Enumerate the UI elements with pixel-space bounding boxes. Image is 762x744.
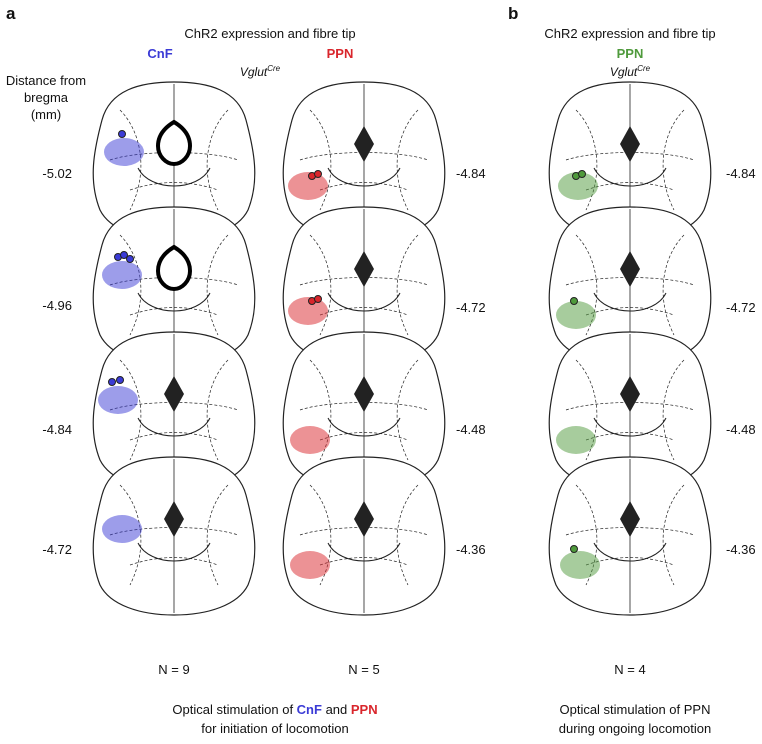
expression-area bbox=[290, 551, 330, 579]
ppn-region-label-b: PPN bbox=[616, 46, 644, 61]
brain-section-ppn-b-4 bbox=[548, 456, 712, 616]
panel-b-heading: ChR2 expression and fibre tip bbox=[544, 26, 716, 41]
section-inner-arc bbox=[593, 167, 667, 187]
panel-a-letter: a bbox=[6, 4, 16, 23]
brain-section-ppn-a-4 bbox=[282, 456, 446, 616]
ventricle bbox=[155, 244, 193, 292]
ventricle bbox=[354, 251, 374, 287]
expression-area bbox=[102, 515, 142, 543]
ventricle bbox=[620, 126, 640, 162]
section-dashed-lines bbox=[565, 484, 695, 586]
fibre-tip bbox=[118, 130, 126, 138]
caption-b: Optical stimulation of PPN during ongoin… bbox=[558, 702, 712, 736]
fibre-tip bbox=[126, 255, 134, 263]
distance-ppn-a-1: -4.84 bbox=[456, 166, 486, 181]
distance-ppn-b-1: -4.84 bbox=[726, 166, 756, 181]
distance-cnf-1: -5.02 bbox=[42, 166, 72, 181]
distance-ppn-b-3: -4.48 bbox=[726, 422, 756, 437]
panel-b-letter: b bbox=[508, 4, 519, 23]
fibre-tip bbox=[120, 251, 128, 259]
distance-cnf-2: -4.96 bbox=[42, 298, 72, 313]
section-inner-arc bbox=[327, 417, 401, 437]
distance-cnf-4: -4.72 bbox=[42, 542, 72, 557]
ventricle bbox=[620, 251, 640, 287]
fibre-tip bbox=[108, 378, 116, 386]
expression-area bbox=[98, 386, 138, 414]
section-inner-arc bbox=[137, 542, 211, 562]
section-inner-arc bbox=[593, 292, 667, 312]
expression-area bbox=[104, 138, 144, 166]
distance-ppn-b-4: -4.36 bbox=[726, 542, 756, 557]
section-dashed-lines bbox=[299, 109, 429, 211]
ppn-b-section-stack bbox=[548, 81, 712, 616]
section-inner-arc bbox=[137, 292, 211, 312]
genotype-label-a: VglutCre bbox=[239, 64, 281, 79]
genotype-label-b: VglutCre bbox=[609, 64, 651, 79]
expression-area bbox=[556, 426, 596, 454]
panel-a-heading: ChR2 expression and fibre tip bbox=[184, 26, 356, 41]
n-count-ppn-a: N = 5 bbox=[348, 662, 380, 677]
section-dashed-lines bbox=[565, 234, 695, 336]
cnf-section-stack bbox=[92, 81, 256, 616]
section-dashed-lines bbox=[299, 484, 429, 586]
expression-area bbox=[290, 426, 330, 454]
section-dashed-lines bbox=[109, 359, 239, 461]
ppn-a-section-stack bbox=[282, 81, 446, 616]
expression-area bbox=[556, 301, 596, 329]
expression-area bbox=[102, 261, 142, 289]
section-dashed-lines bbox=[299, 359, 429, 461]
section-dashed-lines bbox=[299, 234, 429, 336]
ventricle bbox=[164, 376, 184, 412]
ppn-region-label: PPN bbox=[326, 46, 354, 61]
brain-section-ppn-a-1 bbox=[282, 81, 446, 241]
expression-area bbox=[558, 172, 598, 200]
section-dashed-lines bbox=[565, 359, 695, 461]
ventricle bbox=[620, 501, 640, 537]
cnf-region-label: CnF bbox=[147, 46, 173, 61]
distance-ppn-a-2: -4.72 bbox=[456, 300, 486, 315]
brain-section-ppn-b-1 bbox=[548, 81, 712, 241]
section-inner-arc bbox=[327, 542, 401, 562]
brain-section-cnf-2 bbox=[92, 206, 256, 366]
brain-section-ppn-a-2 bbox=[282, 206, 446, 366]
fibre-tip bbox=[570, 545, 578, 553]
ventricle bbox=[354, 126, 374, 162]
section-inner-arc bbox=[593, 417, 667, 437]
distance-ppn-b-2: -4.72 bbox=[726, 300, 756, 315]
distance-cnf-3: -4.84 bbox=[42, 422, 72, 437]
brain-section-cnf-1 bbox=[92, 81, 256, 241]
ventricle bbox=[155, 119, 193, 167]
section-dashed-lines bbox=[565, 109, 695, 211]
section-inner-arc bbox=[327, 292, 401, 312]
brain-section-cnf-3 bbox=[92, 331, 256, 491]
expression-area bbox=[560, 551, 600, 579]
section-inner-arc bbox=[327, 167, 401, 187]
fibre-tip bbox=[578, 170, 586, 178]
section-inner-arc bbox=[593, 542, 667, 562]
n-count-cnf: N = 9 bbox=[158, 662, 190, 677]
ventricle bbox=[354, 376, 374, 412]
ventricle bbox=[354, 501, 374, 537]
fibre-tip bbox=[314, 295, 322, 303]
brain-section-ppn-b-3 bbox=[548, 331, 712, 491]
expression-area bbox=[288, 172, 328, 200]
brain-section-cnf-4 bbox=[92, 456, 256, 616]
ventricle bbox=[164, 501, 184, 537]
brain-section-ppn-a-3 bbox=[282, 331, 446, 491]
n-count-ppn-b: N = 4 bbox=[614, 662, 646, 677]
fibre-tip bbox=[116, 376, 124, 384]
expression-area bbox=[288, 297, 328, 325]
ventricle bbox=[620, 376, 640, 412]
fibre-tip bbox=[570, 297, 578, 305]
caption-a: Optical stimulation of CnF and PPN for i… bbox=[172, 702, 378, 736]
distance-axis-label: Distance from bregma (mm) bbox=[5, 73, 87, 122]
section-inner-arc bbox=[137, 417, 211, 437]
section-inner-arc bbox=[137, 167, 211, 187]
distance-ppn-a-4: -4.36 bbox=[456, 542, 486, 557]
distance-ppn-a-3: -4.48 bbox=[456, 422, 486, 437]
fibre-tip bbox=[314, 170, 322, 178]
